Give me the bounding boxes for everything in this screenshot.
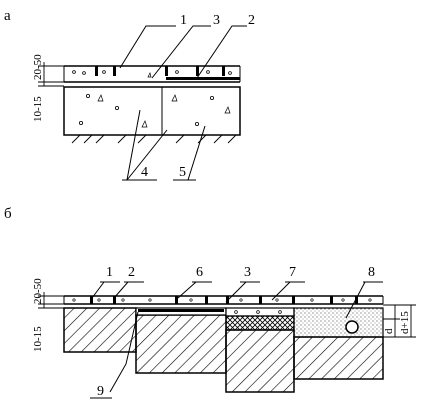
screed-with-pipe — [293, 307, 384, 338]
dim-b-top: 20-50 — [32, 278, 44, 304]
callout-b-1: 1 — [106, 265, 113, 280]
crosshatched-layer — [225, 307, 295, 331]
callout-3: 3 — [213, 13, 220, 28]
floor-tile-layer — [63, 65, 241, 83]
section-a: а — [4, 8, 255, 181]
structural-slab-b — [63, 307, 384, 393]
callout-5: 5 — [179, 165, 186, 180]
dim-a-top: 20-50 — [32, 54, 44, 80]
section-b: б — [4, 206, 416, 399]
dimension-a — [38, 62, 64, 87]
floor-tile-layer-b — [63, 295, 384, 305]
dim-b-bottom: 10-15 — [32, 326, 44, 352]
section-b-title: б — [4, 206, 12, 222]
callout-b-3: 3 — [244, 265, 251, 280]
dim-a-bottom: 10-15 — [32, 96, 44, 122]
dim-b-d15: d+15 — [399, 311, 411, 334]
pipe-icon — [345, 320, 359, 334]
dimension-b-right — [383, 304, 416, 338]
callout-b-6: 6 — [196, 265, 203, 280]
callout-leaders-a — [119, 25, 247, 181]
callout-4: 4 — [141, 165, 148, 180]
section-a-title: а — [4, 8, 11, 24]
concrete-base — [63, 86, 241, 136]
callout-b-7: 7 — [289, 265, 296, 280]
dim-b-d: d — [383, 328, 395, 334]
dimension-b — [38, 292, 64, 309]
sound-insulation-strip — [135, 307, 227, 316]
callout-2: 2 — [248, 13, 255, 28]
callout-leaders-b — [91, 281, 366, 393]
callout-1: 1 — [180, 13, 187, 28]
ground-hatch — [71, 134, 237, 144]
callout-b-8: 8 — [368, 265, 375, 280]
callout-b-9: 9 — [97, 384, 104, 399]
callout-b-2: 2 — [128, 265, 135, 280]
